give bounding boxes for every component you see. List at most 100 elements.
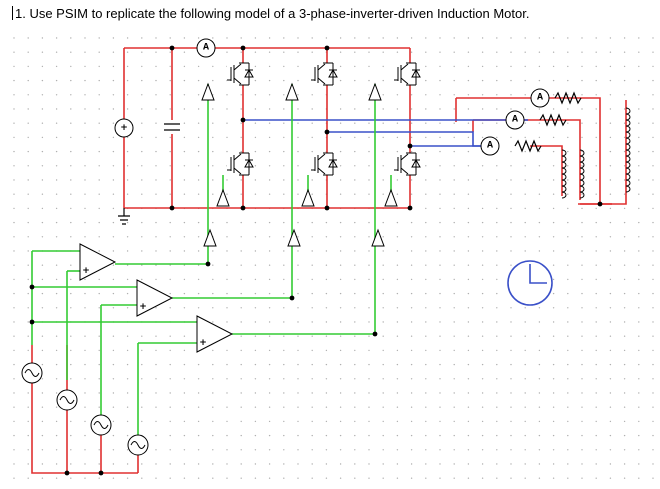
grid-dot: [70, 264, 72, 266]
grid-dot: [212, 165, 214, 167]
grid-dot: [325, 349, 328, 352]
grid-dot: [283, 122, 285, 124]
grid-dot: [638, 193, 640, 195]
grid-dot: [13, 51, 15, 53]
grid-dot: [410, 321, 413, 323]
grid-dot: [396, 449, 399, 451]
grid-dot: [27, 236, 29, 238]
grid-dot: [212, 250, 214, 252]
grid-dot: [41, 278, 44, 281]
grid-dot: [112, 434, 115, 437]
grid-dot: [126, 477, 129, 479]
grid-dot: [226, 94, 228, 96]
gate-driver-icon: [287, 228, 301, 247]
grid-dot: [98, 278, 100, 281]
grid-dot: [538, 236, 541, 238]
grid-dot: [70, 37, 72, 39]
grid-dot: [27, 278, 29, 281]
grid-dot: [425, 236, 427, 238]
grid-dot: [339, 250, 342, 252]
grid-dot: [467, 51, 470, 53]
grid-dot: [226, 321, 228, 323]
grid-dot: [254, 307, 257, 309]
grid-dot: [212, 434, 214, 437]
grid-dot: [197, 179, 200, 181]
grid-dot: [354, 65, 356, 68]
grid-dot: [183, 463, 186, 465]
grid-dot: [13, 37, 15, 39]
grid-dot: [581, 207, 583, 210]
grid-dot: [496, 392, 498, 394]
grid-dot: [382, 477, 384, 479]
grid-dot: [481, 193, 484, 195]
grid-dot: [623, 136, 626, 139]
grid-dot: [567, 406, 569, 408]
grid-dot: [453, 37, 455, 39]
gate-driver-icon: [216, 188, 230, 207]
grid-dot: [183, 292, 186, 295]
grid-dot: [524, 150, 526, 153]
grid-dot: [410, 307, 413, 309]
grid-dot: [467, 292, 470, 295]
grid-dot: [368, 278, 370, 281]
gate-driver-icon: [371, 228, 385, 247]
grid-dot: [368, 221, 370, 224]
grid-dot: [339, 179, 342, 181]
grid-dot: [169, 307, 171, 309]
grid-dot: [297, 165, 299, 167]
grid-dot: [41, 292, 44, 295]
grid-dot: [652, 463, 654, 465]
grid-dot: [368, 165, 370, 167]
grid-dot: [567, 207, 569, 210]
grid-dot: [410, 434, 413, 437]
grid-dot: [567, 37, 569, 39]
grid-dot: [13, 108, 15, 110]
grid-dot: [169, 392, 171, 394]
grid-dot: [524, 165, 526, 167]
grid-dot: [55, 292, 58, 295]
grid-dot: [439, 406, 441, 408]
grid-dot: [467, 392, 470, 394]
grid-dot: [212, 378, 214, 380]
grid-dot: [638, 477, 640, 479]
grid-dot: [425, 363, 427, 366]
grid-dot: [169, 406, 171, 408]
grid-dot: [439, 79, 441, 82]
grid-dot: [13, 207, 15, 210]
grid-dot: [510, 335, 512, 337]
grid-dot: [98, 37, 100, 39]
grid-dot: [70, 179, 72, 181]
grid-dot: [325, 307, 328, 309]
ammeter-phase-c: A: [480, 136, 500, 156]
grid-dot: [112, 65, 115, 68]
grid-dot: [567, 363, 569, 366]
grid-dot: [538, 406, 541, 408]
grid-dot: [510, 420, 512, 423]
grid-dot: [623, 207, 626, 210]
grid-dot: [581, 108, 583, 110]
grid-dot: [240, 321, 242, 323]
grid-dot: [197, 278, 200, 281]
grid-dot: [226, 150, 228, 153]
grid-dot: [354, 378, 356, 380]
grid-dot: [226, 307, 228, 309]
grid-dot: [169, 349, 171, 352]
grid-dot: [368, 37, 370, 39]
grid-dot: [197, 378, 200, 380]
grid-dot: [467, 363, 470, 366]
grid-dot: [254, 236, 257, 238]
grid-dot: [581, 65, 583, 68]
grid-dot: [595, 378, 597, 380]
grid-dot: [183, 108, 186, 110]
comparator-a: +: [79, 243, 117, 281]
grid-dot: [354, 406, 356, 408]
grid-dot: [55, 477, 58, 479]
grid-dot: [453, 108, 455, 110]
grid-dot: [524, 363, 526, 366]
gate-driver-icon: [201, 82, 215, 101]
grid-dot: [510, 236, 512, 238]
grid-dot: [368, 363, 370, 366]
grid-dot: [197, 477, 200, 479]
grid-dot: [297, 307, 299, 309]
